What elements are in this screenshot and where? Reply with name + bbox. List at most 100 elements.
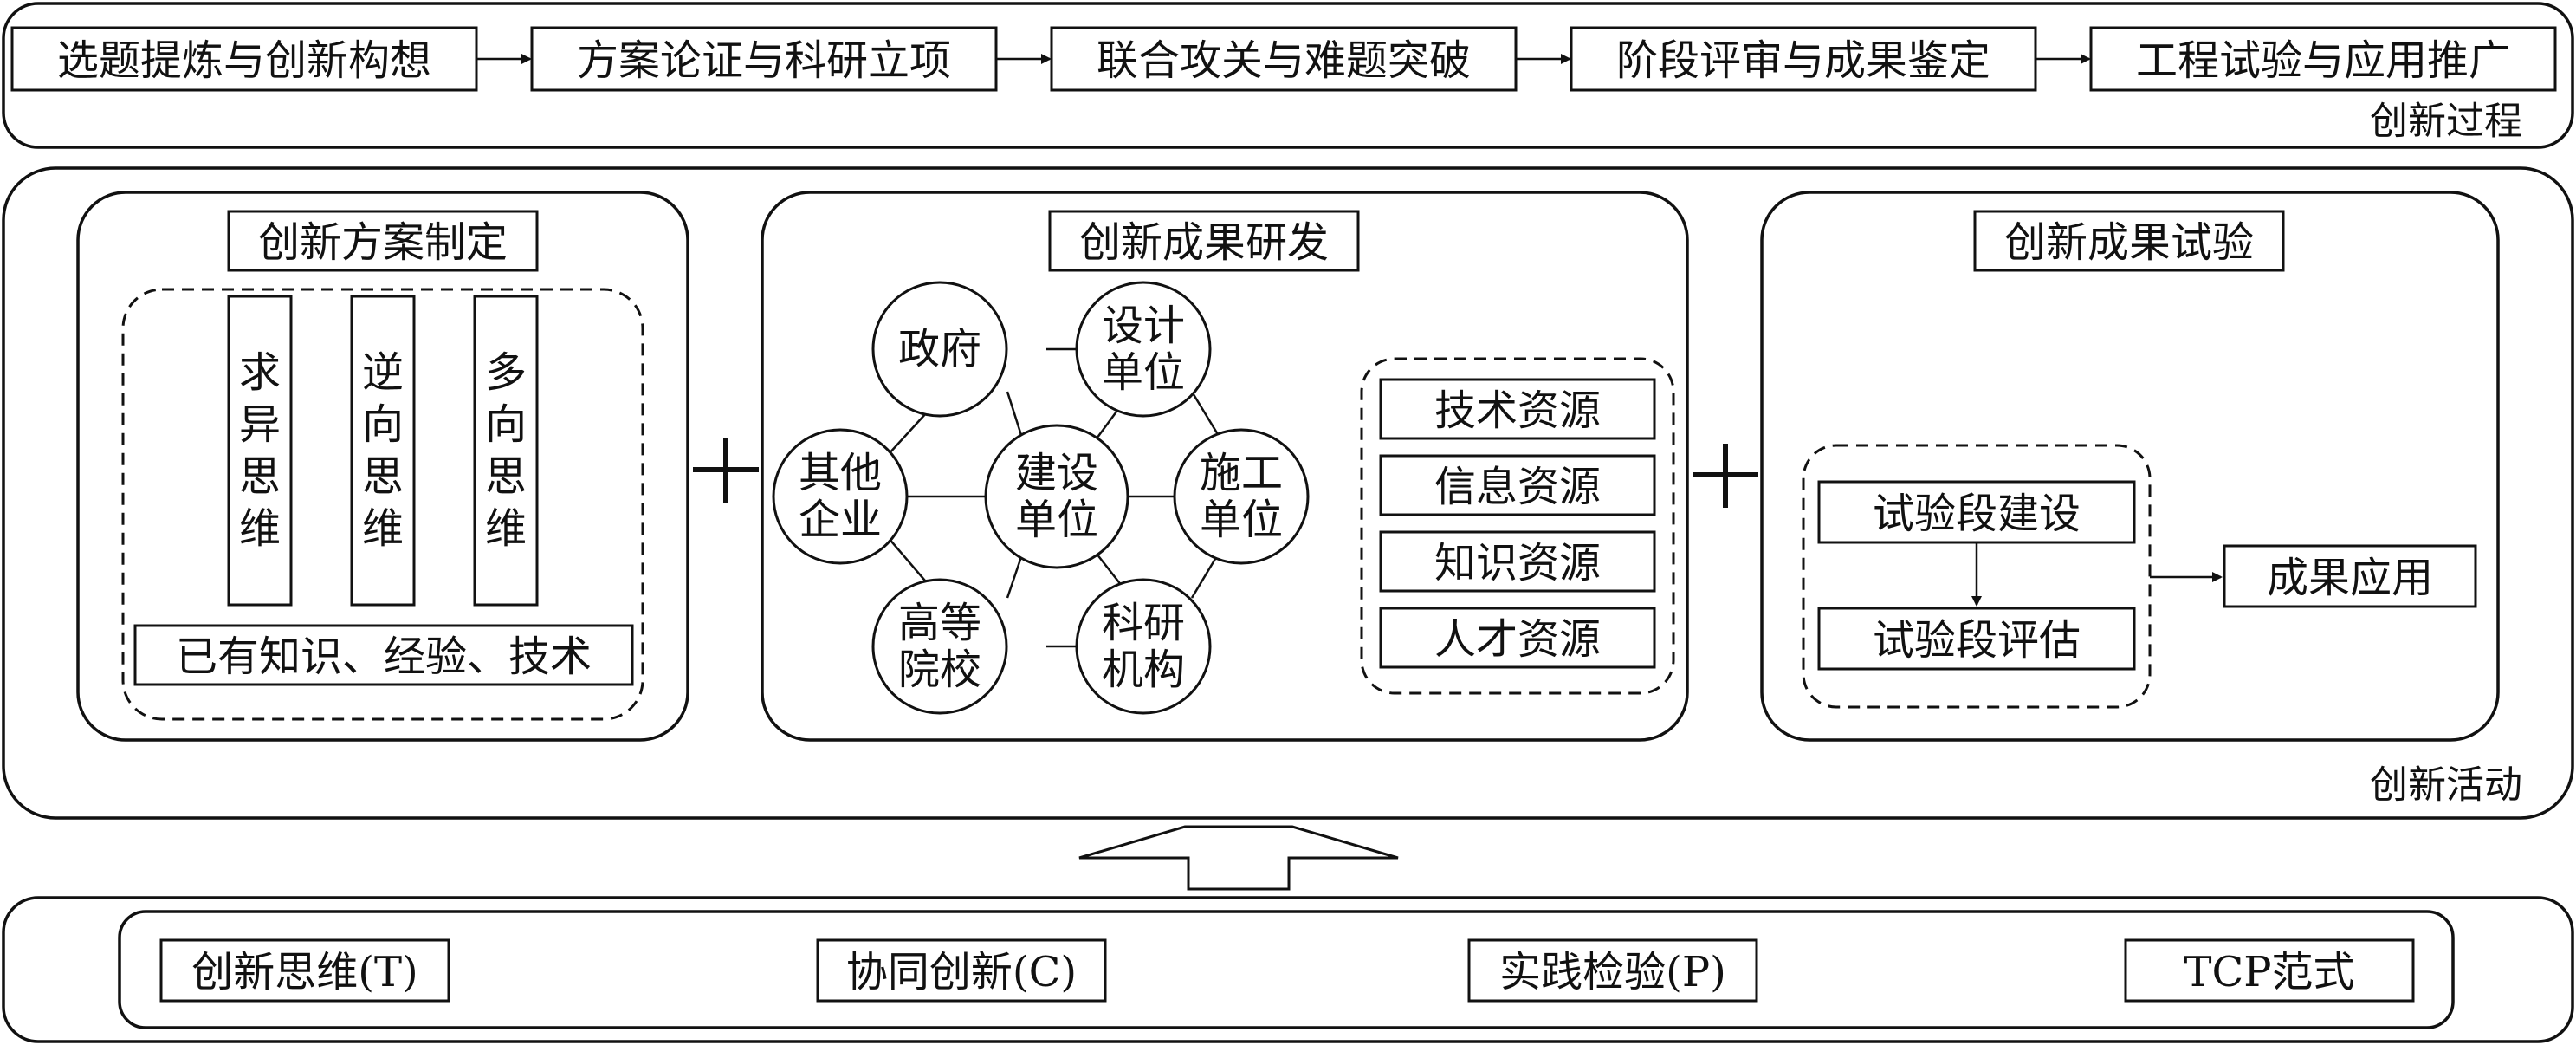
paradigm-item-1-label: 创新思维(T) — [191, 948, 417, 996]
resource-3-box — [1379, 530, 1656, 593]
process-step-4-label: 阶段评审与成果鉴定 — [1616, 36, 1990, 85]
process-step-3: 联合攻关与难题突破 — [1050, 26, 1518, 92]
thinking-column-1-char-4: 维 — [239, 504, 281, 553]
plan-dashed-group — [121, 288, 644, 721]
trial-panel: 创新成果试验 试验段建设 试验段评估 成果应用 — [1760, 191, 2500, 742]
trial-build: 试验段建设 — [1817, 480, 2136, 544]
process-step-5: 工程试验与应用推广 — [2089, 26, 2557, 92]
trial-title: 创新成果试验 — [2004, 218, 2254, 267]
node-center-circle — [984, 424, 1129, 569]
process-section: 选题提炼与创新构想 方案论证与科研立项 联合攻关与难题突破 阶段评审与成果鉴定 … — [2, 2, 2574, 149]
resource-3-label: 知识资源 — [1434, 539, 1601, 587]
paradigm-item-2-box — [816, 938, 1107, 1003]
resource-4-label: 人才资源 — [1434, 615, 1601, 664]
thinking-column-3-char-1: 多 — [485, 348, 527, 397]
thinking-column-1-char-1: 求 — [239, 348, 281, 397]
activity-frame — [2, 166, 2574, 820]
resource-2-label: 信息资源 — [1434, 463, 1601, 511]
trial-evaluate: 试验段评估 — [1817, 607, 2136, 671]
node-univ-label-2: 院校 — [898, 646, 981, 694]
node-design: 设计 单位 — [1075, 281, 1212, 418]
thinking-column-3: 多 向 思 维 — [473, 295, 539, 607]
paradigm-item-3: 实践检验(P) — [1467, 938, 1758, 1003]
plus-connector-1 — [693, 438, 759, 503]
node-other-circle — [772, 428, 909, 565]
paradigm-item-2: 协同创新(C) — [816, 938, 1107, 1003]
process-step-3-label: 联合攻关与难题突破 — [1097, 36, 1471, 85]
process-step-1-box — [10, 26, 478, 92]
thinking-column-1: 求 异 思 维 — [227, 295, 293, 607]
node-gov-circle — [871, 281, 1008, 418]
process-step-5-label: 工程试验与应用推广 — [2136, 36, 2510, 85]
node-center-label-2: 单位 — [1015, 496, 1098, 544]
thinking-column-2-char-1: 逆 — [362, 348, 404, 397]
up-arrow — [1078, 825, 1399, 891]
activity-section-label: 创新活动 — [2370, 763, 2522, 808]
thinking-column-3-char-2: 向 — [485, 400, 527, 449]
plan-panel: 创新方案制定 求 异 思 维 逆 向 思 维 多 向 思 维 — [76, 191, 689, 742]
node-research-circle — [1075, 578, 1212, 715]
process-section-label: 创新过程 — [2370, 100, 2522, 144]
node-other-label-1: 其他 — [799, 449, 882, 497]
thinking-column-2-box — [350, 295, 416, 607]
thinking-column-2: 逆 向 思 维 — [350, 295, 416, 607]
paradigm-outer-frame — [2, 896, 2574, 1043]
node-research: 科研 机构 — [1075, 578, 1212, 715]
research-panel-frame — [761, 191, 1689, 742]
process-step-2: 方案论证与科研立项 — [530, 26, 998, 92]
node-univ: 高等 院校 — [871, 578, 1008, 715]
resource-dashed-group — [1360, 357, 1675, 695]
resource-1-box — [1379, 378, 1656, 440]
trial-panel-frame — [1760, 191, 2500, 742]
trial-evaluate-label: 试验段评估 — [1873, 616, 2081, 665]
thinking-column-3-char-4: 维 — [485, 504, 527, 553]
node-construct-label-1: 施工 — [1200, 449, 1283, 497]
resource-3: 知识资源 — [1379, 530, 1656, 593]
node-other: 其他 企业 — [772, 428, 909, 565]
process-step-4: 阶段评审与成果鉴定 — [1570, 26, 2037, 92]
node-univ-circle — [871, 578, 1008, 715]
thinking-column-2-char-2: 向 — [362, 400, 404, 449]
thinking-column-3-box — [473, 295, 539, 607]
research-title-box — [1048, 210, 1360, 272]
resource-4: 人才资源 — [1379, 607, 1656, 669]
paradigm-item-4-label: TCP范式 — [2184, 948, 2354, 996]
node-construct: 施工 单位 — [1173, 428, 1310, 565]
trial-title-box — [1973, 210, 2285, 272]
resource-2: 信息资源 — [1379, 454, 1656, 516]
process-step-4-box — [1570, 26, 2037, 92]
thinking-column-1-char-2: 异 — [239, 400, 281, 449]
paradigm-item-4-box — [2124, 938, 2415, 1003]
plan-title-box — [227, 210, 539, 272]
plan-title: 创新方案制定 — [258, 218, 508, 267]
node-design-circle — [1075, 281, 1212, 418]
resource-4-box — [1379, 607, 1656, 669]
node-univ-label-1: 高等 — [898, 599, 981, 647]
resource-1-label: 技术资源 — [1434, 386, 1601, 435]
process-step-5-box — [2089, 26, 2557, 92]
paradigm-item-2-label: 协同创新(C) — [846, 948, 1077, 996]
node-design-label-2: 单位 — [1102, 348, 1185, 397]
paradigm-item-3-box — [1467, 938, 1758, 1003]
trial-apply-label: 成果应用 — [2267, 554, 2433, 602]
plan-panel-frame — [76, 191, 689, 742]
resource-2-box — [1379, 454, 1656, 516]
thinking-column-1-box — [227, 295, 293, 607]
node-gov: 政府 — [871, 281, 1008, 418]
trial-build-label: 试验段建设 — [1873, 490, 2081, 538]
node-research-label-1: 科研 — [1102, 599, 1185, 647]
thinking-column-1-char-3: 思 — [239, 452, 281, 501]
node-construct-circle — [1173, 428, 1310, 565]
node-other-label-2: 企业 — [799, 496, 882, 544]
thinking-column-2-char-3: 思 — [362, 452, 404, 501]
activity-section: 创新活动 创新方案制定 求 异 思 维 逆 向 思 维 — [2, 166, 2574, 820]
node-construct-label-2: 单位 — [1200, 496, 1283, 544]
trial-apply: 成果应用 — [2223, 544, 2477, 608]
process-step-1-label: 选题提炼与创新构想 — [57, 36, 431, 85]
node-research-label-2: 机构 — [1102, 646, 1185, 694]
paradigm-item-3-label: 实践检验(P) — [1499, 948, 1726, 996]
paradigm-inner-frame — [118, 910, 2455, 1029]
paradigm-item-1-box — [159, 938, 450, 1003]
research-title: 创新成果研发 — [1079, 218, 1329, 267]
